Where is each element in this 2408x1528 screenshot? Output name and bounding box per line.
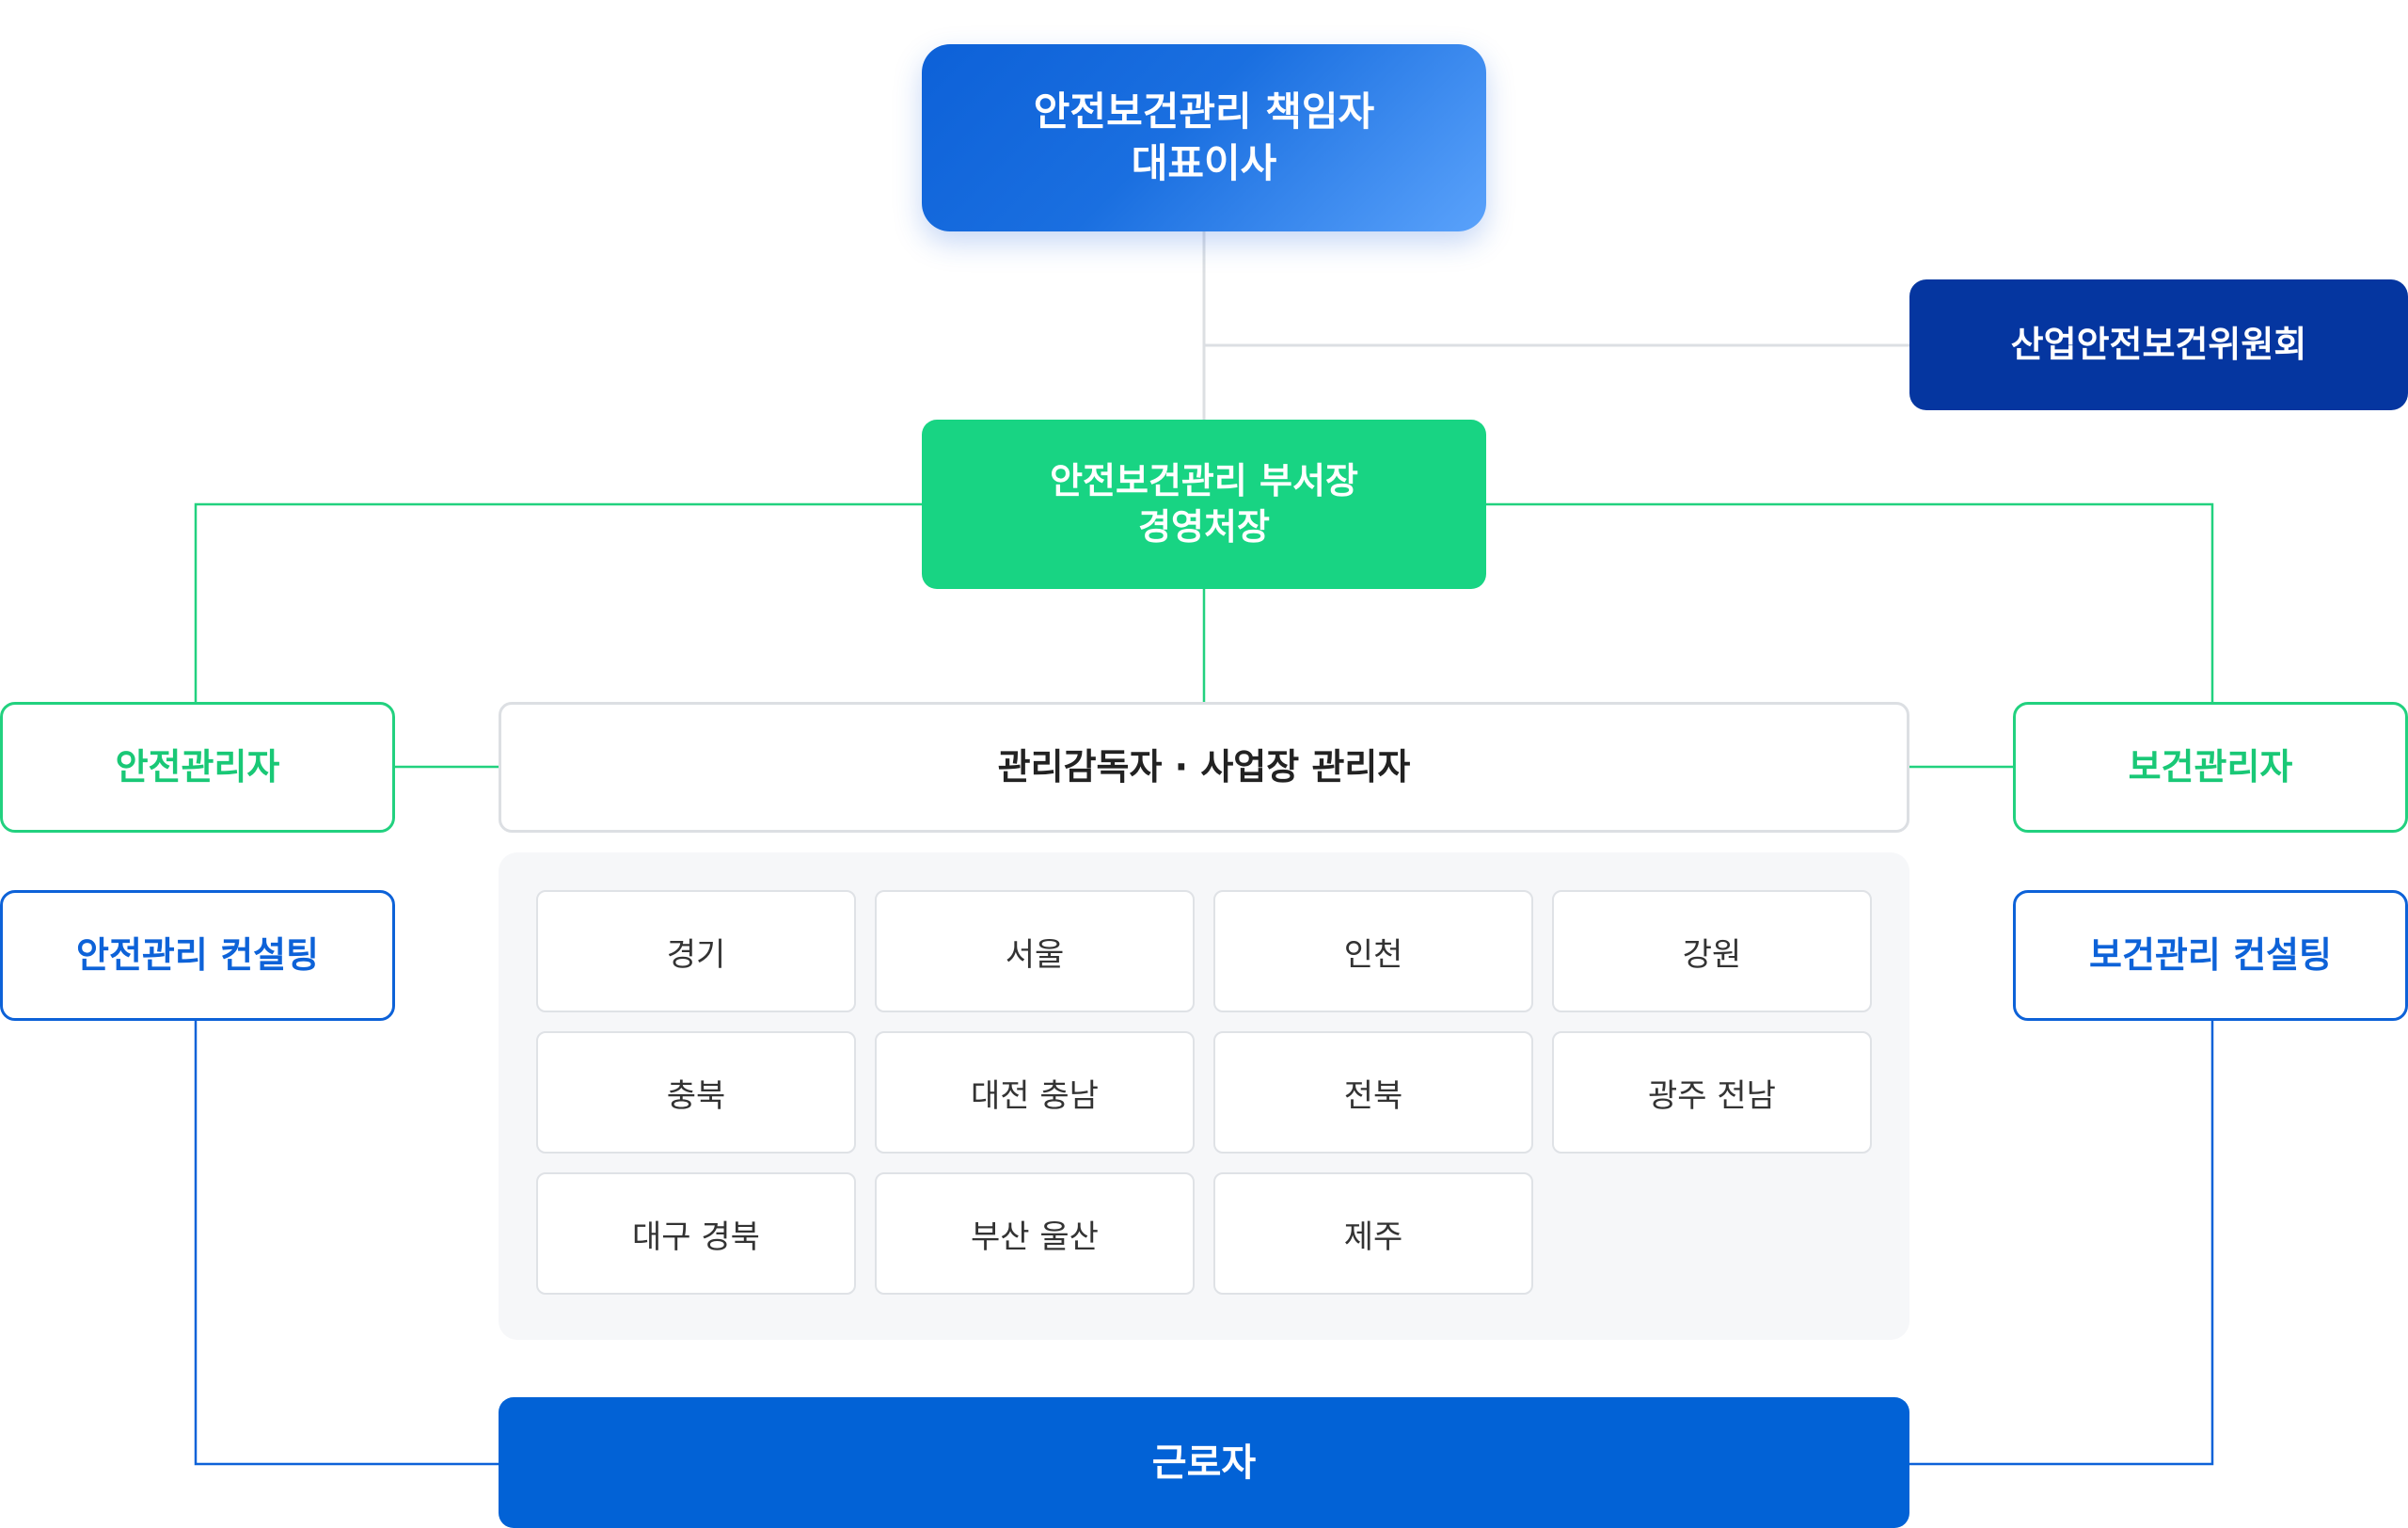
region-item: 경기 (536, 890, 856, 1012)
region-item: 충북 (536, 1031, 856, 1154)
health-consulting-box: 보건관리 컨설팅 (2013, 890, 2408, 1021)
region-item: 인천 (1213, 890, 1533, 1012)
workers-box: 근로자 (499, 1397, 1909, 1528)
health-manager-label: 보건관리자 (2128, 745, 2293, 788)
region-item: 강원 (1552, 890, 1872, 1012)
connector-safety-consult-workers (194, 1003, 499, 1466)
region-item: 대전 충남 (875, 1031, 1195, 1154)
safety-consulting-label: 안전관리 컨설팅 (76, 933, 319, 976)
ceo-subtitle: 대표이사 (1131, 139, 1277, 186)
committee-box: 산업안전보건위원회 (1909, 279, 2408, 410)
manager-subtitle: 경영처장 (1138, 506, 1270, 548)
region-item: 제주 (1213, 1172, 1533, 1295)
ceo-box: 안전보건관리 책임자 대표이사 (922, 44, 1486, 231)
manager-box: 안전보건관리 부서장 경영처장 (922, 420, 1486, 589)
region-item: 대구 경북 (536, 1172, 856, 1295)
region-item: 전북 (1213, 1031, 1533, 1154)
safety-manager-box: 안전관리자 (0, 702, 395, 833)
region-panel: 경기 서울 인천 강원 충북 대전 충남 전북 광주 전남 대구 경북 부산 울… (499, 852, 1909, 1340)
ceo-title: 안전보건관리 책임자 (1033, 88, 1375, 135)
region-item: 서울 (875, 890, 1195, 1012)
health-consulting-label: 보건관리 컨설팅 (2089, 933, 2332, 976)
connector-health-consult-workers (1909, 1003, 2214, 1466)
workers-label: 근로자 (1151, 1440, 1257, 1485)
safety-manager-label: 안전관리자 (115, 745, 280, 788)
safety-consulting-box: 안전관리 컨설팅 (0, 890, 395, 1021)
connector-manager-safety (194, 502, 922, 717)
health-manager-box: 보건관리자 (2013, 702, 2408, 833)
supervisor-label: 관리감독자 · 사업장 관리자 (997, 745, 1411, 788)
region-item: 부산 울산 (875, 1172, 1195, 1295)
connector-manager-health (1486, 502, 2214, 717)
manager-title: 안전보건관리 부서장 (1050, 459, 1358, 501)
committee-label: 산업안전보건위원회 (2010, 323, 2307, 365)
region-item: 광주 전남 (1552, 1031, 1872, 1154)
supervisor-box: 관리감독자 · 사업장 관리자 (499, 702, 1909, 833)
